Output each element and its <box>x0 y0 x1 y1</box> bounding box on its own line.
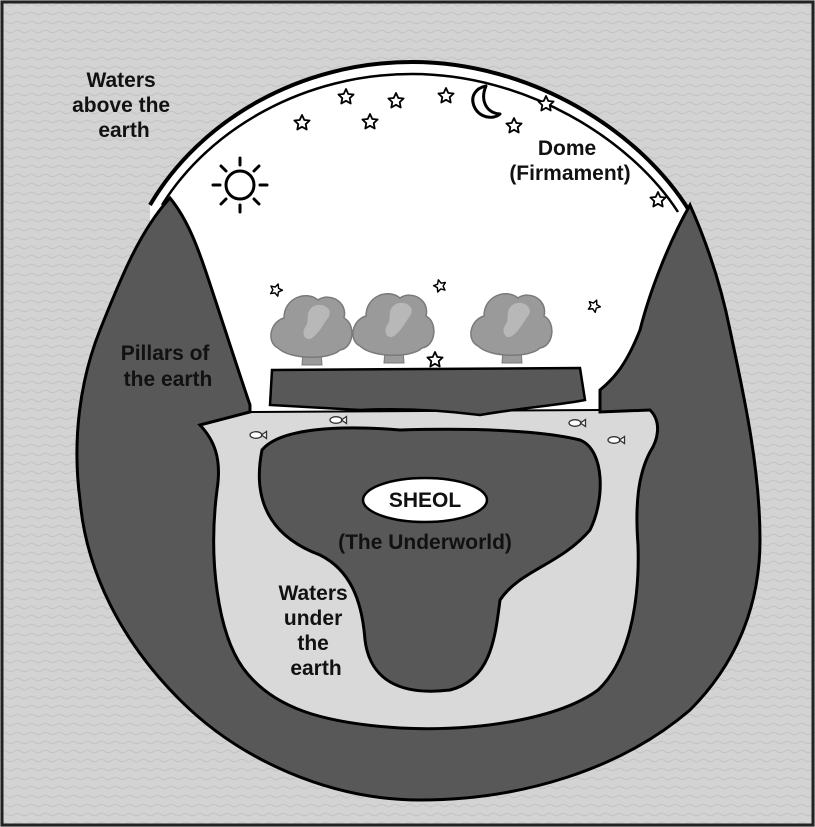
dome-line-2: (Firmament) <box>509 162 630 185</box>
sun-icon <box>213 158 267 212</box>
fish-icon <box>250 432 267 439</box>
dome-line-1: Dome <box>538 137 596 160</box>
waters-under-line-1: Waters <box>278 582 347 605</box>
pillars-line-1: Pillars of <box>121 342 211 365</box>
fish-icon <box>569 420 586 427</box>
fish-icon <box>608 437 625 444</box>
sheol-label: SHEOL <box>389 489 462 512</box>
waters-under-line-3: the <box>297 632 329 655</box>
waters-above-line-3: earth <box>98 119 149 142</box>
earth-surface <box>270 368 585 415</box>
waters-under-line-4: earth <box>290 657 341 680</box>
underworld-label: (The Underworld) <box>338 531 512 554</box>
waters-above-line-2: above the <box>72 94 170 117</box>
pillars-line-2: the earth <box>124 368 213 391</box>
waters-under-line-2: under <box>284 607 342 630</box>
fish-icon <box>330 417 347 424</box>
waters-above-line-1: Waters <box>86 69 155 92</box>
